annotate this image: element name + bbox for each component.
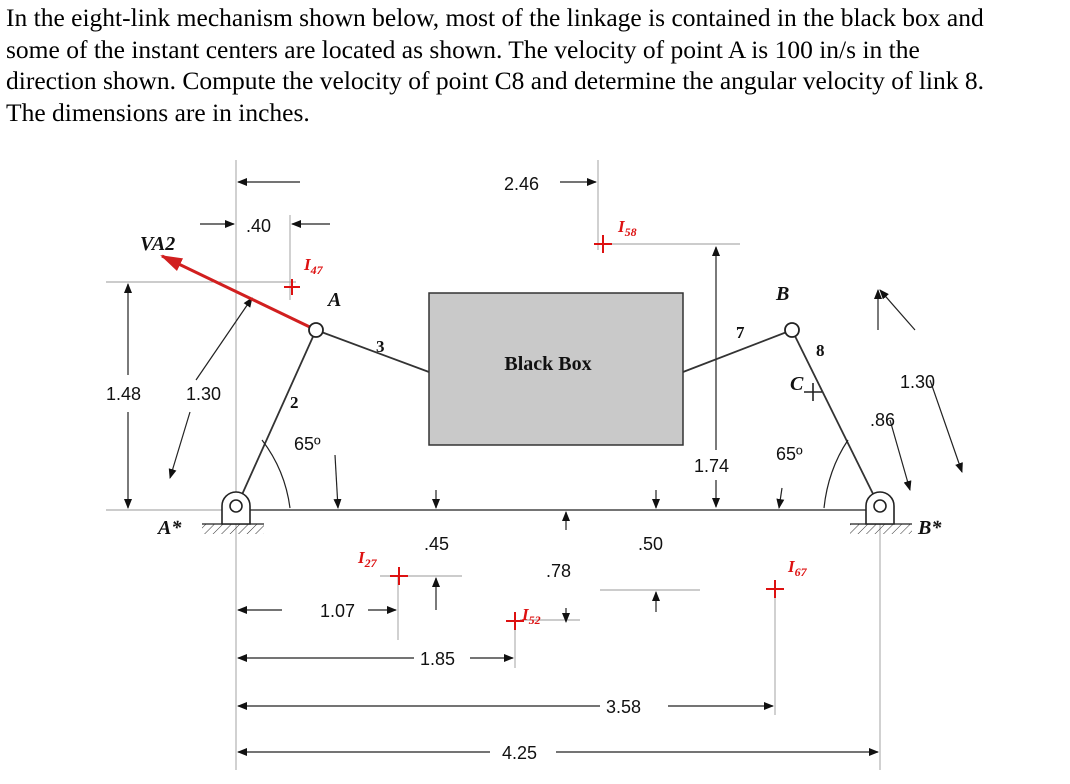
dim-130-right: 1.30 — [900, 372, 935, 392]
label-i67: I67 — [787, 557, 808, 579]
dim-185: 1.85 — [420, 649, 455, 669]
label-i58: I58 — [617, 217, 637, 239]
dim-107: 1.07 — [320, 601, 355, 621]
dim-045: .45 — [424, 534, 449, 554]
label-va2: VA2 — [140, 233, 175, 255]
label-link-7: 7 — [736, 323, 745, 342]
instant-center-crosses — [284, 235, 784, 630]
label-angle-right: 65º — [776, 444, 803, 464]
ground-pivot-a-star — [202, 491, 264, 534]
label-link-3: 3 — [376, 337, 385, 356]
label-i52: I52 — [521, 605, 541, 627]
problem-line-1: In the eight-link mechanism shown below,… — [6, 3, 984, 32]
label-a-star: A* — [156, 517, 182, 539]
ground-pivot-b-star — [850, 491, 912, 534]
black-box-label: Black Box — [504, 353, 591, 375]
label-point-b: B — [775, 283, 789, 305]
dim-174: 1.74 — [694, 456, 729, 476]
pin-a — [308, 322, 324, 338]
dim-130-left: 1.30 — [186, 384, 221, 404]
label-angle-left: 65º — [294, 434, 321, 454]
dim-148: 1.48 — [106, 384, 141, 404]
problem-statement: In the eight-link mechanism shown below,… — [6, 2, 1066, 128]
dim-078: .78 — [546, 561, 571, 581]
label-point-a: A — [326, 289, 341, 311]
label-link-8: 8 — [816, 341, 825, 360]
velocity-vector-va2 — [160, 254, 317, 332]
dim-050: .50 — [638, 534, 663, 554]
dim-358: 3.58 — [606, 697, 641, 717]
dim-425: 4.25 — [502, 743, 537, 763]
label-i47: I47 — [303, 255, 324, 277]
dim-086: .86 — [870, 410, 895, 430]
label-point-c: C — [790, 373, 804, 395]
problem-line-2: some of the instant centers are located … — [6, 34, 920, 64]
links — [235, 329, 881, 509]
pin-b — [784, 322, 800, 338]
extension-lines — [106, 160, 881, 770]
label-i27: I27 — [357, 548, 378, 570]
black-box — [428, 292, 684, 446]
problem-line-3: direction shown. Compute the velocity of… — [6, 66, 984, 95]
label-b-star: B* — [917, 517, 942, 539]
angle-arc-left — [261, 439, 291, 509]
label-link-2: 2 — [290, 393, 299, 412]
problem-line-4: The dimensions are in inches. — [6, 97, 310, 127]
angle-arc-right — [823, 439, 849, 509]
dim-040: .40 — [246, 216, 271, 236]
dimension-lines — [124, 178, 963, 756]
dim-246: 2.46 — [504, 174, 539, 194]
